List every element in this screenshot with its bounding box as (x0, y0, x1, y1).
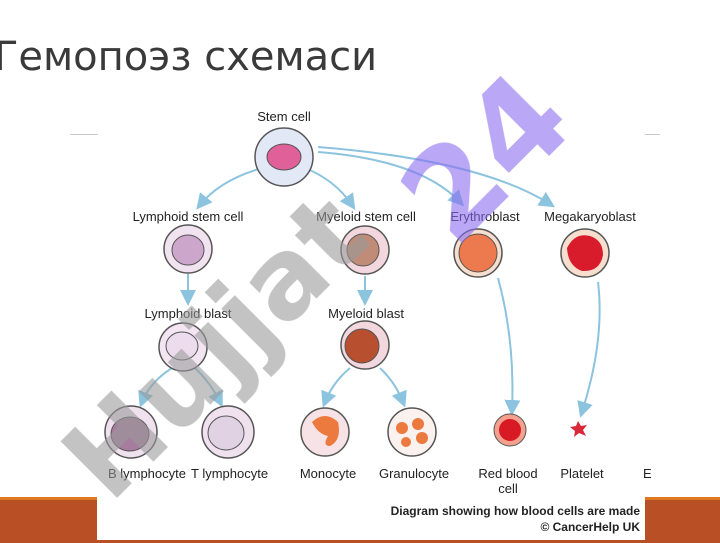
label-monocyte: Monocyte (300, 466, 356, 481)
myeloid-stem-cell (340, 225, 390, 275)
label-megakaryoblast: Megakaryoblast (544, 209, 636, 224)
label-myeloid-blast: Myeloid blast (328, 306, 404, 321)
label-red-blood: Red blood (478, 466, 537, 481)
diagram-caption: Diagram showing how blood cells are made (391, 504, 641, 518)
divider-right (645, 134, 660, 135)
granulocyte (387, 407, 437, 457)
label-b-lymphocyte: B lymphocyte (108, 466, 186, 481)
slide-title: Гемопоэз схемаси (0, 34, 378, 80)
lymphoid-blast (158, 322, 208, 372)
diagram-image-background (97, 497, 645, 540)
label-granulocyte: Granulocyte (379, 466, 449, 481)
red-blood-cell (493, 413, 527, 447)
label-erythroblast: Erythroblast (450, 209, 520, 224)
watermark-text-purple: 24 (374, 46, 600, 272)
erythroblast (453, 228, 503, 278)
label-lymphoid-stem-cell: Lymphoid stem cell (133, 209, 244, 224)
label-t-lymphocyte: T lymphocyte (191, 466, 268, 481)
lymphoid-stem-cell (163, 224, 213, 274)
myeloid-blast (340, 320, 390, 370)
monocyte (300, 407, 350, 457)
stem-cell (254, 127, 314, 187)
b-lymphocyte (104, 405, 158, 459)
megakaryoblast (560, 228, 610, 278)
divider-left (70, 134, 98, 135)
label-cut-off: E (643, 466, 652, 481)
label-lymphoid-blast: Lymphoid blast (145, 306, 232, 321)
diagram-credit: © CancerHelp UK (540, 520, 640, 534)
label-stem-cell: Stem cell (257, 109, 311, 124)
t-lymphocyte (201, 405, 255, 459)
label-myeloid-stem-cell: Myeloid stem cell (316, 209, 416, 224)
label-platelet: Platelet (560, 466, 604, 481)
platelet (570, 421, 587, 437)
label-red-blood-cell: cell (498, 481, 518, 496)
